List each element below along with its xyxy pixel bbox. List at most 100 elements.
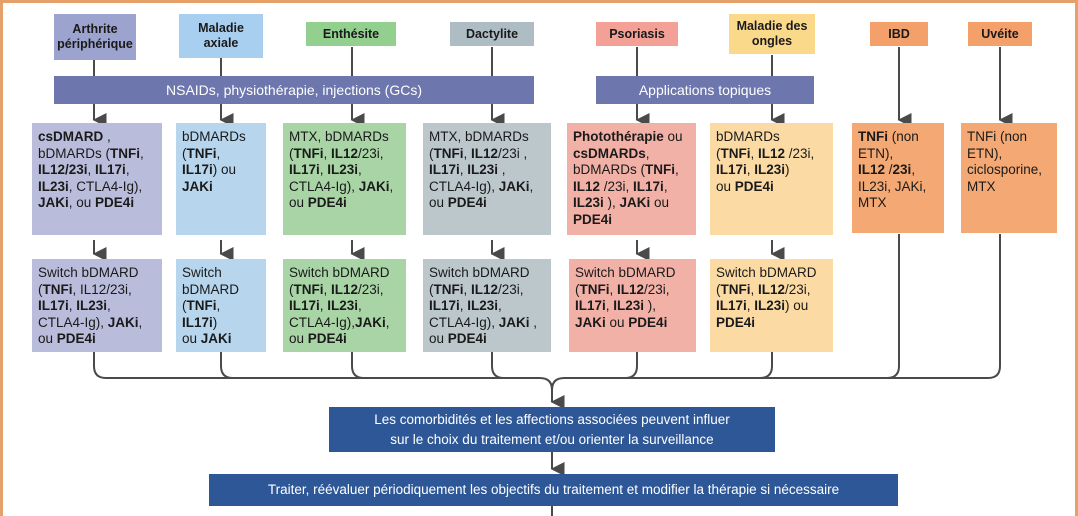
- bold-term: TNFi: [645, 162, 676, 178]
- text-run: (: [429, 281, 434, 297]
- text-run: ): [212, 314, 218, 330]
- text-run: ) ou: [785, 298, 809, 314]
- text-run: ,: [107, 298, 111, 314]
- bold-term: IL23i: [38, 178, 69, 194]
- text-run: (: [716, 281, 721, 297]
- text-run: (: [289, 281, 294, 297]
- text-run: ,: [216, 145, 221, 161]
- text-run: ,: [498, 298, 502, 314]
- bold-term: TNFi: [433, 145, 464, 161]
- bold-term: TNFi: [293, 145, 324, 161]
- text-run: ,: [319, 162, 328, 178]
- box-first-ongles: bDMARDs(TNFi, IL12 /23i,IL17i, IL23i)ou …: [710, 123, 833, 235]
- box-switch-psoriasis: Switch bDMARD(TNFi, IL12/23i,IL17i, IL23…: [569, 259, 696, 352]
- bold-term: TNFi: [293, 281, 324, 297]
- bold-term: IL23i: [327, 298, 359, 314]
- text-run: , IL12/23i,: [72, 281, 132, 297]
- box-switch-psoriasis-text: Switch bDMARD(TNFi, IL12/23i,IL17i, IL23…: [575, 265, 690, 331]
- header-ibd-label: IBD: [888, 26, 910, 41]
- bold-term: IL17i: [182, 162, 213, 178]
- text-run: ,: [216, 298, 221, 314]
- box-first-dactylite: MTX, bDMARDs(TNFi, IL12/23i ,IL17i, IL23…: [423, 123, 551, 235]
- header-psoriasis: Psoriasis: [596, 22, 678, 46]
- text-run: ou: [663, 129, 683, 144]
- text-run: ou: [429, 195, 448, 211]
- bold-term: TNFi: [186, 298, 217, 314]
- text-run: MTX, bDMARDs: [429, 129, 529, 144]
- bold-term: IL12: [617, 281, 645, 297]
- text-run: , ou: [68, 195, 96, 211]
- bold-term: IL12: [858, 162, 889, 178]
- text-run: ,: [68, 298, 77, 314]
- bold-term: 23i: [892, 162, 912, 178]
- bold-term: Photothérapie: [573, 129, 664, 144]
- bold-term: TNFi: [433, 281, 464, 297]
- text-run: ,: [746, 298, 755, 314]
- bold-term: IL17i: [95, 162, 126, 178]
- bold-term: IL17i: [289, 298, 320, 314]
- header-uveite-label: Uvéite: [981, 26, 1019, 41]
- text-run: ,: [911, 162, 916, 178]
- text-run: bDMARD: [182, 281, 240, 297]
- text-run: TNFi (non: [967, 129, 1028, 144]
- text-run: ,: [609, 281, 618, 297]
- bold-term: JAKi: [200, 331, 232, 347]
- bold-term: IL12: [573, 178, 604, 194]
- box-first-arthrite: csDMARD ,bDMARDs (TNFi,IL12/23i, IL17i,I…: [32, 123, 162, 235]
- text-run: /23i,: [358, 145, 384, 161]
- text-run: ETN),: [967, 145, 1003, 161]
- text-run: CTLA4-Ig),: [429, 178, 499, 194]
- box-switch-enthesite-text: Switch bDMARD(TNFi, IL12/23i,IL17i, IL23…: [289, 265, 400, 348]
- bar-topiques: Applications topiques: [596, 76, 814, 104]
- bold-term: IL17i: [633, 178, 664, 194]
- text-run: (: [429, 145, 434, 161]
- text-run: ou: [605, 314, 629, 330]
- box-first-ongles-text: bDMARDs(TNFi, IL12 /23i,IL17i, IL23i)ou …: [716, 129, 827, 195]
- text-run: /23i,: [603, 178, 634, 194]
- bold-term: csDMARDs: [573, 145, 646, 161]
- header-psoriasis-label: Psoriasis: [609, 26, 665, 41]
- text-run: /23i ,: [498, 145, 528, 161]
- bold-term: TNFi: [579, 281, 610, 297]
- bold-term: IL23i: [327, 162, 359, 178]
- text-run: ,: [140, 145, 144, 161]
- text-run: ETN),: [858, 145, 894, 161]
- bold-term: IL23i: [754, 298, 786, 314]
- text-run: bDMARDs: [182, 129, 246, 144]
- bold-term: JAKi: [38, 195, 69, 211]
- text-run: bDMARDs: [716, 129, 780, 144]
- text-run: ou: [38, 331, 57, 347]
- bold-term: JAKi: [355, 314, 386, 330]
- box-switch-ongles-text: Switch bDMARD(TNFi, IL12/23i,IL17i, IL23…: [716, 265, 827, 331]
- text-run: IL23i, JAKi,: [858, 178, 927, 194]
- text-run: ,: [459, 298, 468, 314]
- text-run: ,: [498, 162, 506, 178]
- box-switch-ongles: Switch bDMARD(TNFi, IL12/23i,IL17i, IL23…: [710, 259, 833, 352]
- bar-topiques-label: Applications topiques: [638, 82, 772, 98]
- text-run: ,: [358, 162, 362, 178]
- bold-term: IL17i: [716, 298, 747, 314]
- header-ongles: Maladie des ongles: [729, 14, 815, 54]
- bold-term: IL12: [758, 281, 786, 297]
- box-switch-dactylite: Switch bDMARD(TNFi, IL12/23i,IL17i, IL23…: [423, 259, 551, 352]
- header-ibd: IBD: [870, 22, 928, 46]
- bold-term: IL23i: [76, 298, 108, 314]
- bold-term: IL17i: [575, 298, 606, 314]
- box-comorbidites: Les comorbidités et les affections assoc…: [329, 407, 775, 452]
- text-run: MTX, bDMARDs: [289, 129, 389, 144]
- bold-term: JAKi: [107, 314, 139, 330]
- text-run: ou: [716, 178, 735, 194]
- header-arthrite-label: Arthrite périphérique: [57, 22, 133, 51]
- bold-term: PDE4i: [307, 331, 347, 347]
- text-run: (: [182, 145, 187, 161]
- text-run: (: [38, 281, 43, 297]
- bold-term: PDE4i: [734, 178, 774, 194]
- bold-term: JAKi: [358, 178, 390, 194]
- text-run: ou: [650, 195, 670, 211]
